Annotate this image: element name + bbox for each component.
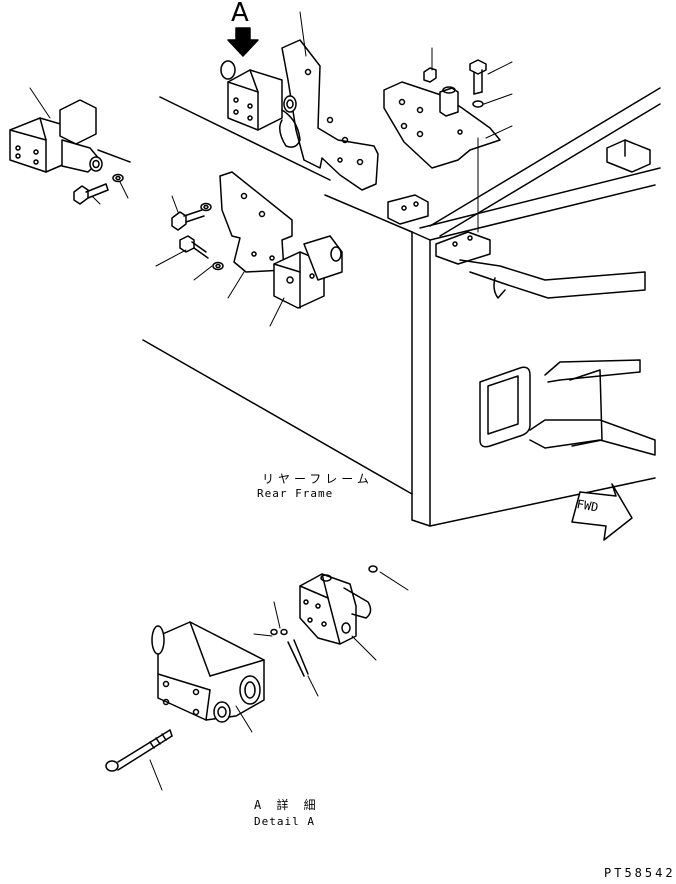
right-bracket bbox=[383, 81, 501, 169]
rear-frame-label-en: Rear Frame bbox=[257, 487, 334, 500]
fwd-arrow-icon bbox=[571, 483, 633, 541]
left-bolt bbox=[73, 173, 124, 205]
detail-label-jp: A 詳 細 bbox=[254, 798, 320, 812]
rear-frame bbox=[142, 87, 661, 527]
detail-a-bolt bbox=[105, 729, 173, 772]
mid-bracket bbox=[219, 171, 293, 273]
upper-bracket bbox=[281, 39, 379, 191]
rear-frame-label-jp: リヤーフレーム bbox=[262, 472, 373, 486]
right-hardware bbox=[423, 59, 487, 233]
view-label-a: A bbox=[231, 0, 249, 28]
detail-label-en: Detail A bbox=[254, 815, 315, 828]
drawing-code: PT58542 bbox=[604, 866, 676, 880]
leader-lines-upper bbox=[29, 11, 513, 327]
leader-lines-detail bbox=[149, 571, 409, 791]
block-valve-small bbox=[273, 235, 343, 309]
main-valve-upper bbox=[220, 60, 301, 148]
detail-a-block bbox=[270, 565, 378, 677]
view-arrow-a bbox=[227, 27, 259, 57]
middle-bolts bbox=[171, 202, 224, 271]
detail-a-valve bbox=[151, 621, 265, 723]
left-valve bbox=[9, 99, 131, 173]
